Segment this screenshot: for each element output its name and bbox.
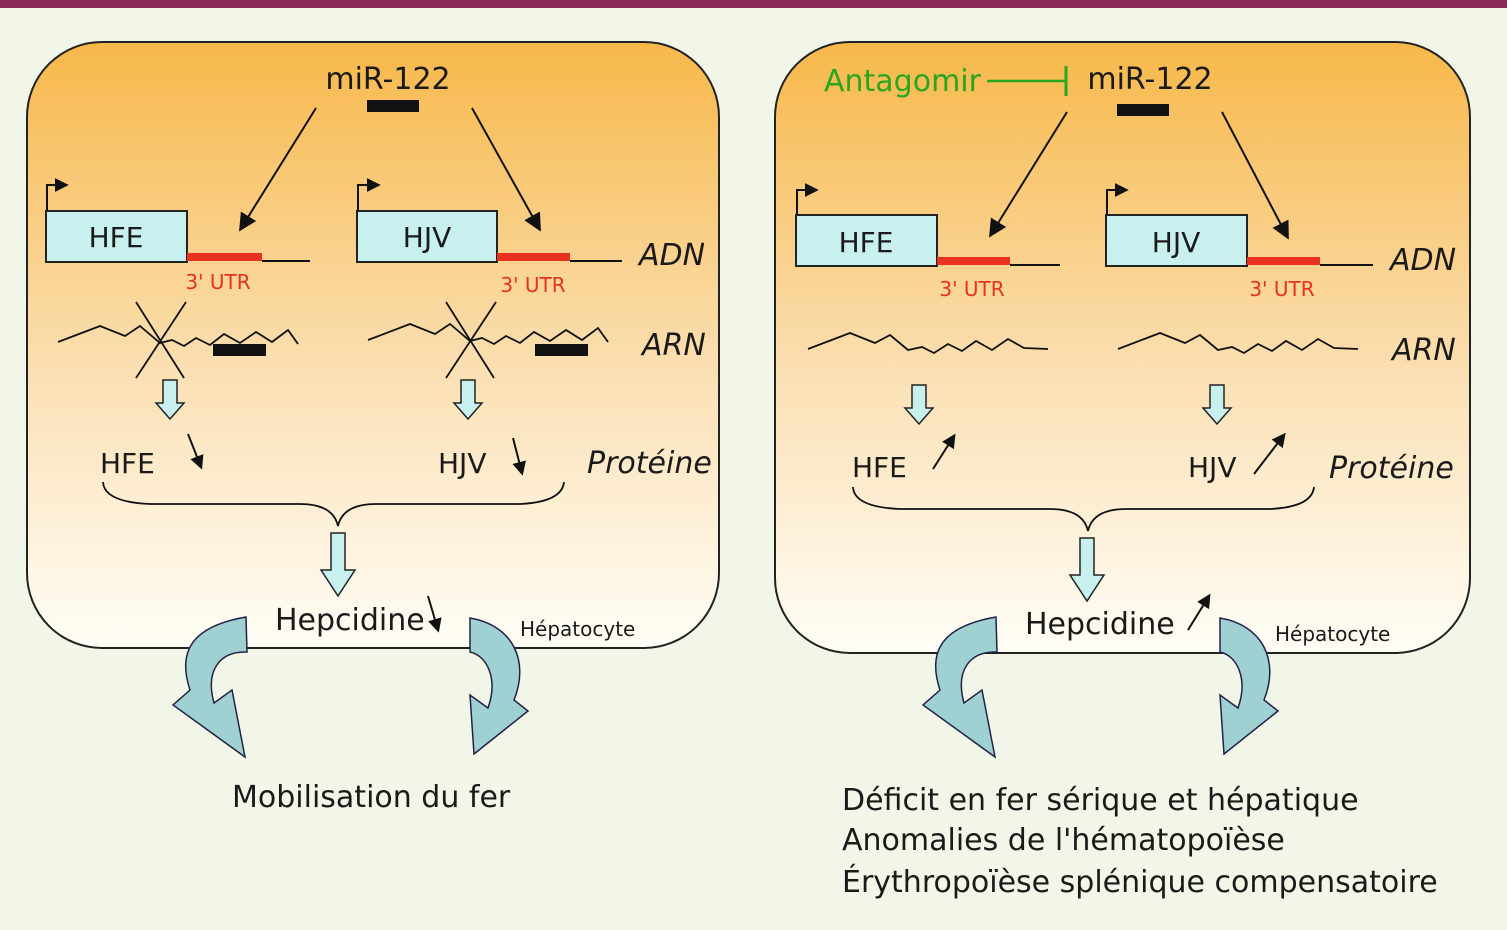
left-protein-brace (102, 481, 565, 527)
left-hfe-protein-label: HFE (100, 447, 155, 480)
right-mirna-bar (1117, 104, 1169, 116)
right-hepatocyte-label: Hépatocyte (1275, 622, 1390, 646)
left-hfe-cross-b (135, 301, 187, 379)
right-antagomir-label: Antagomir (824, 64, 982, 99)
left-mirna-arrow-to-hfe (239, 107, 317, 232)
left-hjv-protein-label: HJV (438, 447, 486, 480)
right-hfe-utr-label: 3' UTR (939, 277, 1004, 301)
right-hfe-gene-label: HFE (839, 226, 894, 259)
left-hepcidine-label: Hepcidine (275, 603, 425, 638)
right-mirna-arrow-to-hfe (989, 111, 1068, 238)
right-hjv-promoter-arrow (1106, 183, 1129, 214)
left-hfe-utr-label: 3' UTR (185, 270, 250, 294)
left-hfe-mirna-bound (213, 344, 266, 356)
left-arn-label: ARN (640, 328, 706, 363)
right-arn-label: ARN (1390, 333, 1456, 368)
right-outcome-line-1: Déficit en fer sérique et hépatique (842, 783, 1359, 818)
right-panel: Antagomir miR-122 HFE 3' UTR HJV 3' UTR … (774, 41, 1471, 900)
right-hepcidine-arrow (1068, 537, 1106, 603)
right-hfe-translation-arrow (903, 384, 935, 426)
right-hepcidine-label: Hepcidine (1025, 607, 1175, 642)
left-outcome-label: Mobilisation du fer (232, 780, 511, 815)
left-hjv-mirna-bound (535, 344, 588, 356)
right-outcome-line-2: Anomalies de l'hématopoïèse (842, 823, 1285, 858)
left-panel: miR-122 HFE 3' UTR HJV 3' UTR ADN ARN (26, 41, 720, 815)
left-hfe-gene-box (45, 210, 188, 263)
right-hfe-promoter-arrow (796, 183, 819, 214)
right-curved-arrow-right (1219, 617, 1280, 756)
right-hjv-up-icon (1253, 432, 1286, 475)
right-mirna-arrow-to-hjv (1221, 111, 1289, 240)
left-adn-label: ADN (637, 238, 705, 273)
left-hjv-gene-box (356, 210, 498, 263)
right-hjv-protein-label: HJV (1188, 451, 1236, 484)
left-curved-arrow-right (469, 617, 530, 756)
left-hfe-mrna (57, 324, 299, 348)
right-hjv-mrna (1117, 332, 1359, 355)
left-mirna-label: miR-122 (325, 62, 450, 97)
left-hepatocyte-label: Hépatocyte (520, 617, 635, 641)
left-hfe-promoter-arrow (46, 178, 69, 210)
right-hjv-utr-label: 3' UTR (1249, 277, 1314, 301)
right-hjv-translation-arrow (1201, 384, 1233, 426)
left-hjv-cross-b (445, 301, 497, 379)
left-hfe-gene-label: HFE (89, 221, 144, 254)
left-hjv-utr-label: 3' UTR (500, 273, 565, 297)
right-hfe-up-icon (932, 433, 956, 470)
left-hjv-translation-arrow (452, 379, 484, 421)
left-curved-arrow-left (171, 616, 248, 759)
top-bar (0, 0, 1507, 8)
left-hjv-mrna (367, 322, 609, 346)
left-hepcidine-arrow (319, 532, 357, 598)
right-proteine-label: Protéine (1329, 451, 1454, 486)
right-adn-label: ADN (1388, 243, 1456, 278)
left-hjv-gene-label: HJV (403, 221, 451, 254)
left-mirna-arrow-to-hjv (471, 107, 541, 232)
right-hepcidine-up-icon (1187, 593, 1211, 631)
left-hjv-promoter-arrow (357, 178, 381, 210)
right-hfe-protein-label: HFE (852, 451, 907, 484)
left-proteine-label: Protéine (587, 446, 712, 481)
right-hfe-gene-box (795, 214, 938, 267)
left-hjv-down-icon (512, 437, 526, 476)
right-hjv-gene-label: HJV (1152, 226, 1200, 259)
right-protein-brace (852, 486, 1315, 532)
left-hfe-translation-arrow (154, 379, 186, 421)
right-outcome-line-3: Érythropoïèse splénique compensatoire (842, 864, 1438, 900)
left-hfe-down-icon (187, 433, 204, 470)
left-hepatocyte-cell (26, 41, 720, 649)
right-curved-arrow-left (921, 616, 998, 759)
right-mirna-label: miR-122 (1087, 62, 1212, 97)
right-hfe-mrna (807, 332, 1049, 355)
left-hepcidine-down-icon (427, 595, 442, 633)
left-mirna-bar (367, 100, 419, 112)
right-hjv-gene-box (1105, 214, 1248, 267)
